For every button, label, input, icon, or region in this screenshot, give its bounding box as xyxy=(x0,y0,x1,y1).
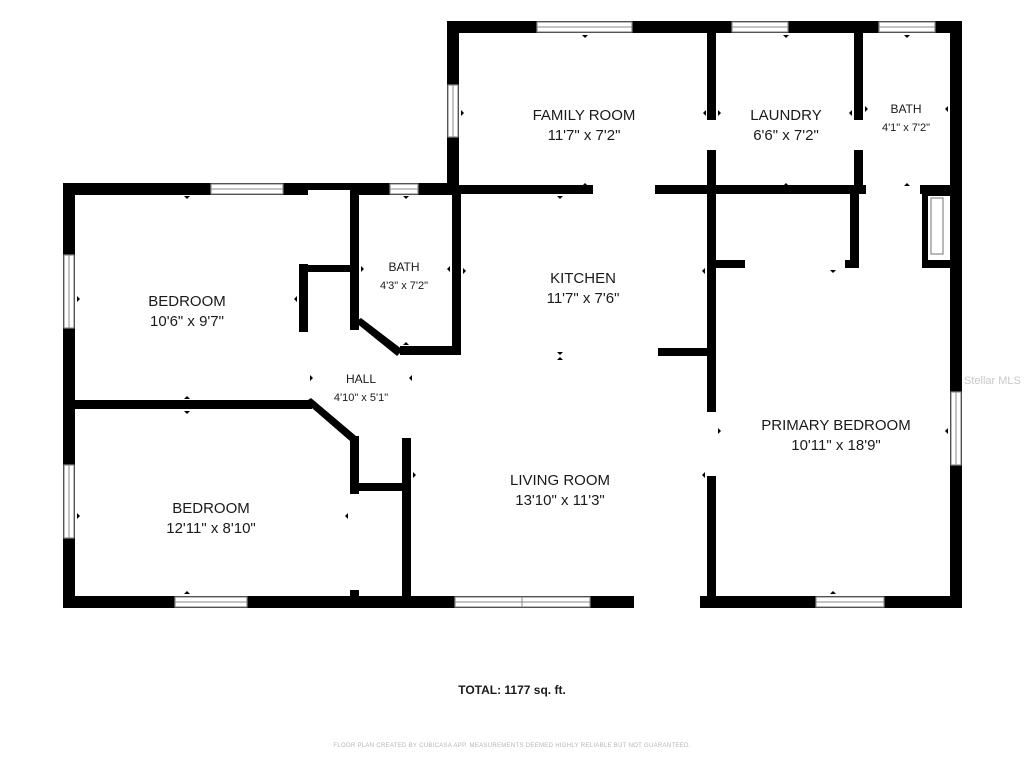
laundry-dims: 6'6" x 7'2" xyxy=(753,127,819,144)
windows xyxy=(63,21,962,608)
bedroom-top-name: BEDROOM xyxy=(148,293,226,310)
kitchen-dims: 11'7" x 7'6" xyxy=(547,290,620,307)
laundry-name: LAUNDRY xyxy=(750,107,821,124)
dimension-ticks xyxy=(77,35,948,594)
bath-top-name: BATH xyxy=(890,102,921,116)
room-labels: FAMILY ROOM 11'7" x 7'2" LAUNDRY 6'6" x … xyxy=(148,102,930,537)
kitchen-name: KITCHEN xyxy=(550,270,616,287)
bedroom-top-dims: 10'6" x 9'7" xyxy=(150,313,224,330)
bedroom-bottom-name: BEDROOM xyxy=(172,500,250,517)
bedroom-bottom-dims: 12'11" x 8'10" xyxy=(166,520,256,537)
primary-bedroom-dims: 10'11" x 18'9" xyxy=(791,437,881,454)
living-room-dims: 13'10" x 11'3" xyxy=(515,492,605,509)
bath-mid-dims: 4'3" x 7'2" xyxy=(380,280,428,292)
family-room-dims: 11'7" x 7'2" xyxy=(548,127,621,144)
family-room-name: FAMILY ROOM xyxy=(533,107,636,124)
living-room-name: LIVING ROOM xyxy=(510,472,610,489)
openings xyxy=(308,120,920,608)
bath-mid-name: BATH xyxy=(388,260,419,274)
hall-name: HALL xyxy=(346,372,376,386)
primary-bedroom-name: PRIMARY BEDROOM xyxy=(761,417,910,434)
disclaimer: FLOOR PLAN CREATED BY CUBICASA APP. MEAS… xyxy=(333,743,691,749)
hall-dims: 4'10" x 5'1" xyxy=(334,392,388,404)
total-area: TOTAL: 1177 sq. ft. xyxy=(458,683,566,697)
bath-top-dims: 4'1" x 7'2" xyxy=(882,122,930,134)
watermark: Stellar MLS xyxy=(964,375,1021,387)
